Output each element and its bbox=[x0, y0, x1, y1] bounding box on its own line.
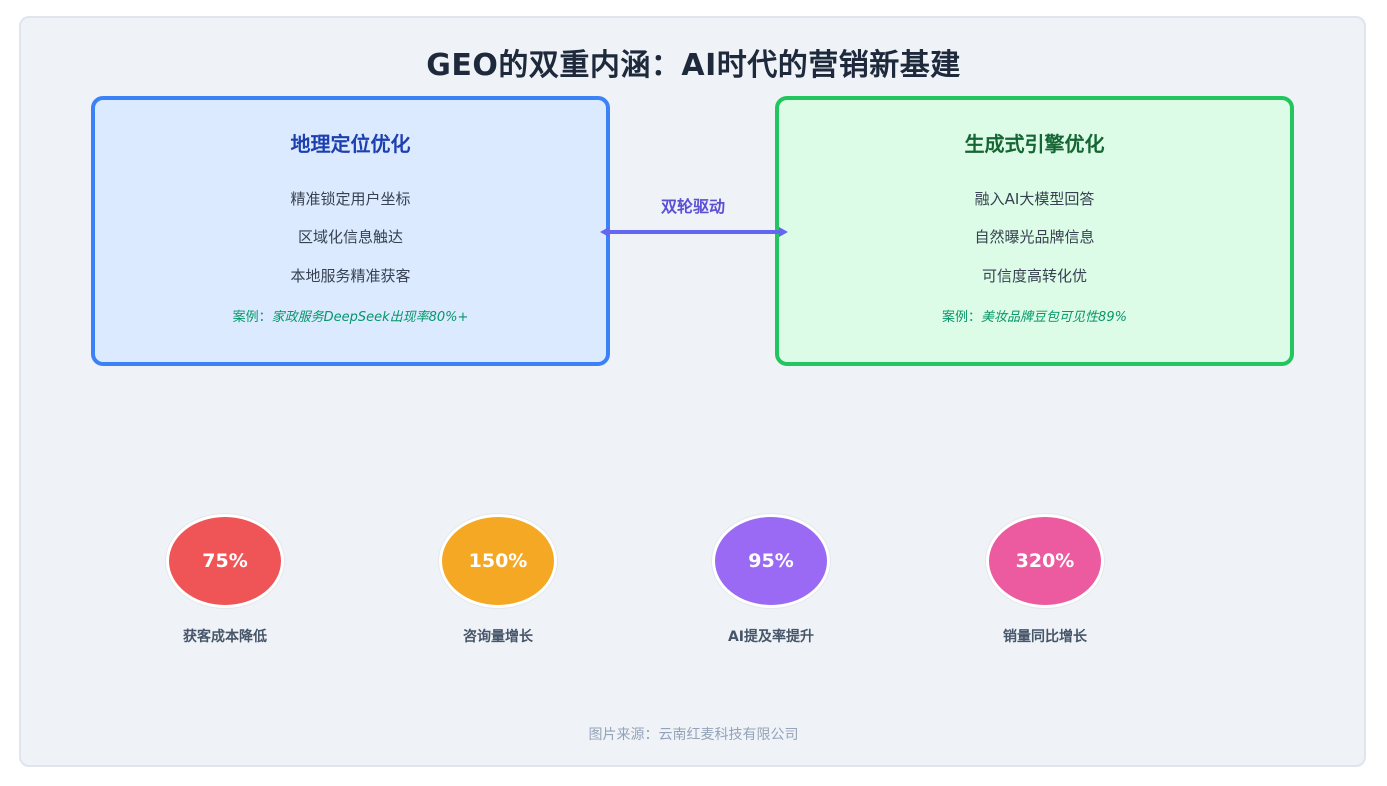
geo-location-card: 地理定位优化 精准锁定用户坐标 区域化信息触达 本地服务精准获客 案例：家政服务… bbox=[91, 96, 610, 366]
stat-circle: 75% bbox=[166, 514, 284, 608]
card-item: 区域化信息触达 bbox=[297, 228, 403, 246]
double-arrow-icon bbox=[600, 227, 788, 237]
stat-label: AI提及率提升 bbox=[727, 629, 815, 645]
card-item: 融入AI大模型回答 bbox=[974, 190, 1095, 208]
card-item: 本地服务精准获客 bbox=[290, 267, 411, 285]
card-item: 精准锁定用户坐标 bbox=[290, 190, 411, 208]
stat-sales-growth: 320% 销量同比增长 bbox=[985, 514, 1105, 646]
card-item: 可信度高转化优 bbox=[981, 267, 1087, 285]
stat-circle: 95% bbox=[712, 514, 830, 608]
card-title: 地理定位优化 bbox=[290, 132, 411, 156]
card-item: 自然曝光品牌信息 bbox=[974, 228, 1095, 246]
case-body: 家政服务DeepSeek出现率80%+ bbox=[271, 310, 469, 325]
case-prefix: 案例： bbox=[942, 310, 982, 325]
stat-cost-reduction: 75% 获客成本降低 bbox=[165, 514, 285, 646]
page-title: GEO的双重内涵：AI时代的营销新基建 bbox=[426, 48, 961, 83]
case-prefix: 案例： bbox=[232, 310, 272, 325]
stat-inquiry-growth: 150% 咨询量增长 bbox=[438, 514, 558, 646]
card-title: 生成式引擎优化 bbox=[964, 132, 1105, 156]
stat-label: 咨询量增长 bbox=[463, 629, 533, 645]
stat-circle: 150% bbox=[439, 514, 557, 608]
case-example: 案例：美妆品牌豆包可见性89% bbox=[779, 306, 1290, 325]
stat-label: 获客成本降低 bbox=[183, 629, 267, 645]
image-source: 图片来源：云南红麦科技有限公司 bbox=[588, 727, 799, 743]
dual-drive-label: 双轮驱动 bbox=[660, 197, 725, 216]
case-body: 美妆品牌豆包可见性89% bbox=[981, 310, 1127, 325]
stat-ai-mention-rate: 95% AI提及率提升 bbox=[711, 514, 831, 646]
case-example: 案例：家政服务DeepSeek出现率80%+ bbox=[95, 306, 606, 325]
stat-label: 销量同比增长 bbox=[1003, 629, 1087, 645]
generative-engine-card: 生成式引擎优化 融入AI大模型回答 自然曝光品牌信息 可信度高转化优 案例：美妆… bbox=[775, 96, 1294, 366]
stat-circle: 320% bbox=[986, 514, 1104, 608]
